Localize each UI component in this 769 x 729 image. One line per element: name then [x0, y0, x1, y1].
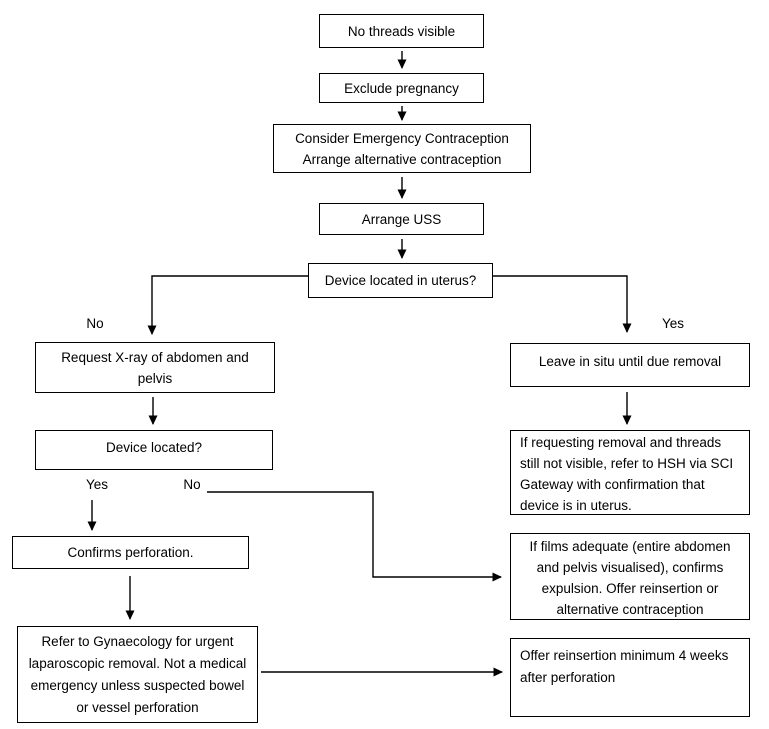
node-arrange-uss: Arrange USS: [319, 203, 484, 235]
arrow-no-to-request-xray: [147, 275, 308, 335]
node-device-located: Device located?: [35, 430, 273, 470]
node-confirms-perforation: Confirms perforation.: [12, 536, 249, 569]
arrow-yes-to-leave-in-situ: [493, 275, 632, 333]
label-located-no: No: [183, 477, 201, 492]
node-exclude-pregnancy: Exclude pregnancy: [319, 73, 484, 103]
node-offer-reinsertion: Offer reinsertion minimum 4 weeks after …: [510, 638, 750, 717]
arrow-no-to-if-films-adequate: [207, 491, 502, 582]
node-refer-gynaecology: Refer to Gynaecology for urgent laparosc…: [17, 626, 258, 723]
node-leave-in-situ: Leave in situ until due removal: [510, 343, 750, 387]
label-uterus-yes: Yes: [661, 316, 685, 331]
node-if-requesting-removal: If requesting removal and threads still …: [510, 430, 750, 515]
node-if-films-adequate: If films adequate (entire abdomen and pe…: [510, 533, 750, 620]
node-request-xray: Request X-ray of abdomen and pelvis: [35, 342, 275, 393]
label-uterus-no: No: [86, 316, 104, 331]
node-no-threads: No threads visible: [319, 14, 484, 48]
label-located-yes: Yes: [85, 477, 109, 492]
node-device-located-in-uterus: Device located in uterus?: [308, 263, 493, 298]
node-consider-emergency-contraception: Consider Emergency Contraception Arrange…: [273, 124, 531, 173]
